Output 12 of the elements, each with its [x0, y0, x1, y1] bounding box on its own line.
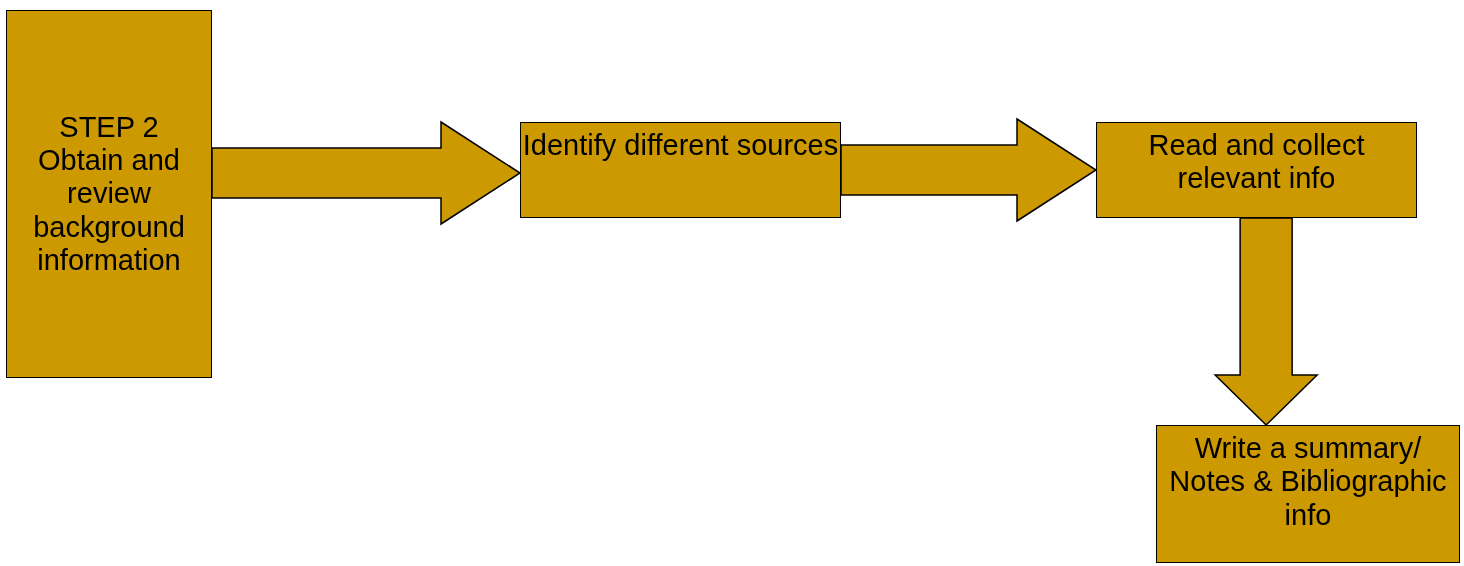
process-box [1096, 122, 1417, 218]
block-arrow [1213, 217, 1319, 427]
box-text: STEP 2 [59, 110, 159, 144]
process-box [6, 10, 212, 378]
box-text: Obtain and review background information [32, 144, 186, 278]
block-arrow [211, 120, 522, 226]
block-arrow [840, 117, 1098, 223]
box-text: Read and collect relevant info [1147, 129, 1366, 196]
process-box [1156, 425, 1460, 563]
process-box [520, 122, 841, 218]
box-text: Identify different sources [522, 129, 839, 163]
box-text: Write a summary/ Notes & Bibliographic info [1168, 432, 1448, 533]
